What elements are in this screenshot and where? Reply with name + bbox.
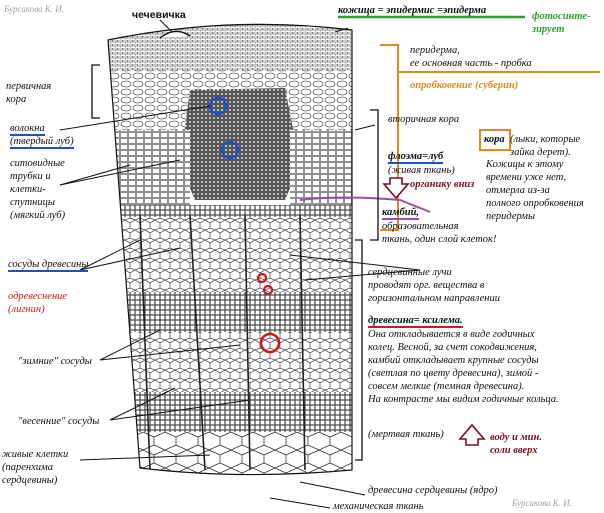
label-cambium: камбий, bbox=[382, 206, 420, 220]
label-pith-cells: живые клетки (паренхима сердцевины) bbox=[2, 449, 69, 486]
label-heartwood: древесина сердцевины (ядро) bbox=[368, 485, 498, 496]
label-lenticel: чечевичка bbox=[132, 9, 186, 21]
label-bark-note: (лыки, которые зайка дерет). bbox=[510, 134, 581, 158]
label-wood: древесина= ксилема. bbox=[368, 314, 463, 328]
label-sieve-tubes: ситовидные трубки и клетки- спутницы (мя… bbox=[10, 158, 66, 221]
label-suberin: опробковение (суберин) bbox=[410, 80, 519, 91]
label-secondary-cortex: вторичная кора bbox=[388, 114, 460, 125]
label-organics-down: органику вниз bbox=[410, 179, 475, 190]
label-fibers: волокна (твердый луб) bbox=[10, 122, 74, 149]
label-skin: кожица = эпидермис =эпидерма bbox=[338, 5, 487, 16]
label-cambium-text: камбий, bbox=[382, 207, 420, 220]
label-vessels: сосуды древесины bbox=[8, 258, 89, 272]
label-lignification: одревеснение (лигнин) bbox=[8, 291, 68, 315]
label-medullary-rays: сердцевинные лучи проводят орг. вещества… bbox=[368, 267, 500, 304]
label-bark: кора bbox=[484, 134, 505, 145]
label-fibers-text: волокна (твердый луб) bbox=[10, 123, 74, 149]
label-cambium-desc: образовательная ткань, один слой клеток! bbox=[382, 221, 497, 245]
label-photosynthesizes: фотосинте- зирует bbox=[532, 11, 591, 35]
watermark-bottom: Бурсакова К. И. bbox=[512, 498, 573, 508]
label-phloem: флоэма=луб bbox=[388, 150, 444, 164]
label-skin-gone: Кожицы к этому времени уже нет, отмерла … bbox=[486, 159, 584, 222]
label-winter-vessels: "зимние" сосуды bbox=[18, 356, 92, 367]
label-wood-desc: Она откладывается в виде годичных колец.… bbox=[368, 329, 559, 405]
label-wood-text: древесина= ксилема. bbox=[368, 315, 463, 328]
label-vessels-text: сосуды древесины bbox=[8, 259, 89, 272]
label-living-tissue: (живая ткань) bbox=[388, 165, 455, 176]
label-periderm: перидерма, ее основная часть - пробка bbox=[410, 45, 532, 69]
watermark: Бурсакова К. И. bbox=[4, 4, 65, 14]
label-primary-cortex: первичная кора bbox=[6, 81, 52, 105]
label-water-up: воду и мин. соли вверх bbox=[490, 432, 542, 456]
label-dead-tissue: (мертвая ткань) bbox=[368, 429, 444, 440]
label-spring-vessels: "весенние" сосуды bbox=[18, 416, 100, 427]
label-phloem-text: флоэма=луб bbox=[388, 151, 444, 164]
label-mechanical-tissue: механическая ткань bbox=[333, 501, 424, 512]
